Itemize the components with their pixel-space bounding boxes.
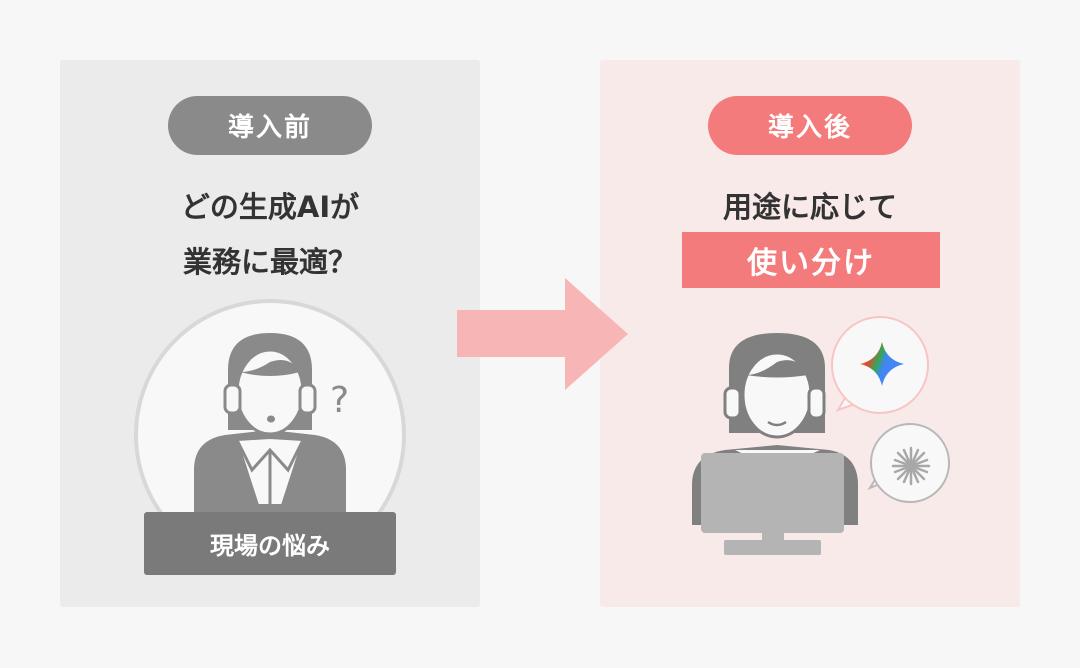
worried-person-illustration: ? (134, 299, 406, 571)
after-title-line1: 用途に応じて (722, 190, 897, 224)
before-label: 現場の悩み (144, 512, 396, 575)
after-badge: 導入後 (708, 96, 912, 155)
before-title-line2: 業務に最適？ (182, 245, 357, 279)
gemini-sparkle-icon (860, 342, 904, 386)
claude-starburst-icon (891, 446, 931, 486)
gemini-bubble (831, 316, 929, 414)
before-badge: 導入前 (168, 96, 372, 155)
after-highlight: 使い分け (682, 232, 940, 288)
question-mark-icon: ? (330, 380, 349, 421)
claude-bubble (867, 423, 950, 503)
monitor-icon (701, 453, 844, 555)
happy-person-illustration (692, 333, 858, 555)
before-title-line1: どの生成AIが (180, 190, 360, 224)
arrow-right-icon (457, 278, 628, 390)
